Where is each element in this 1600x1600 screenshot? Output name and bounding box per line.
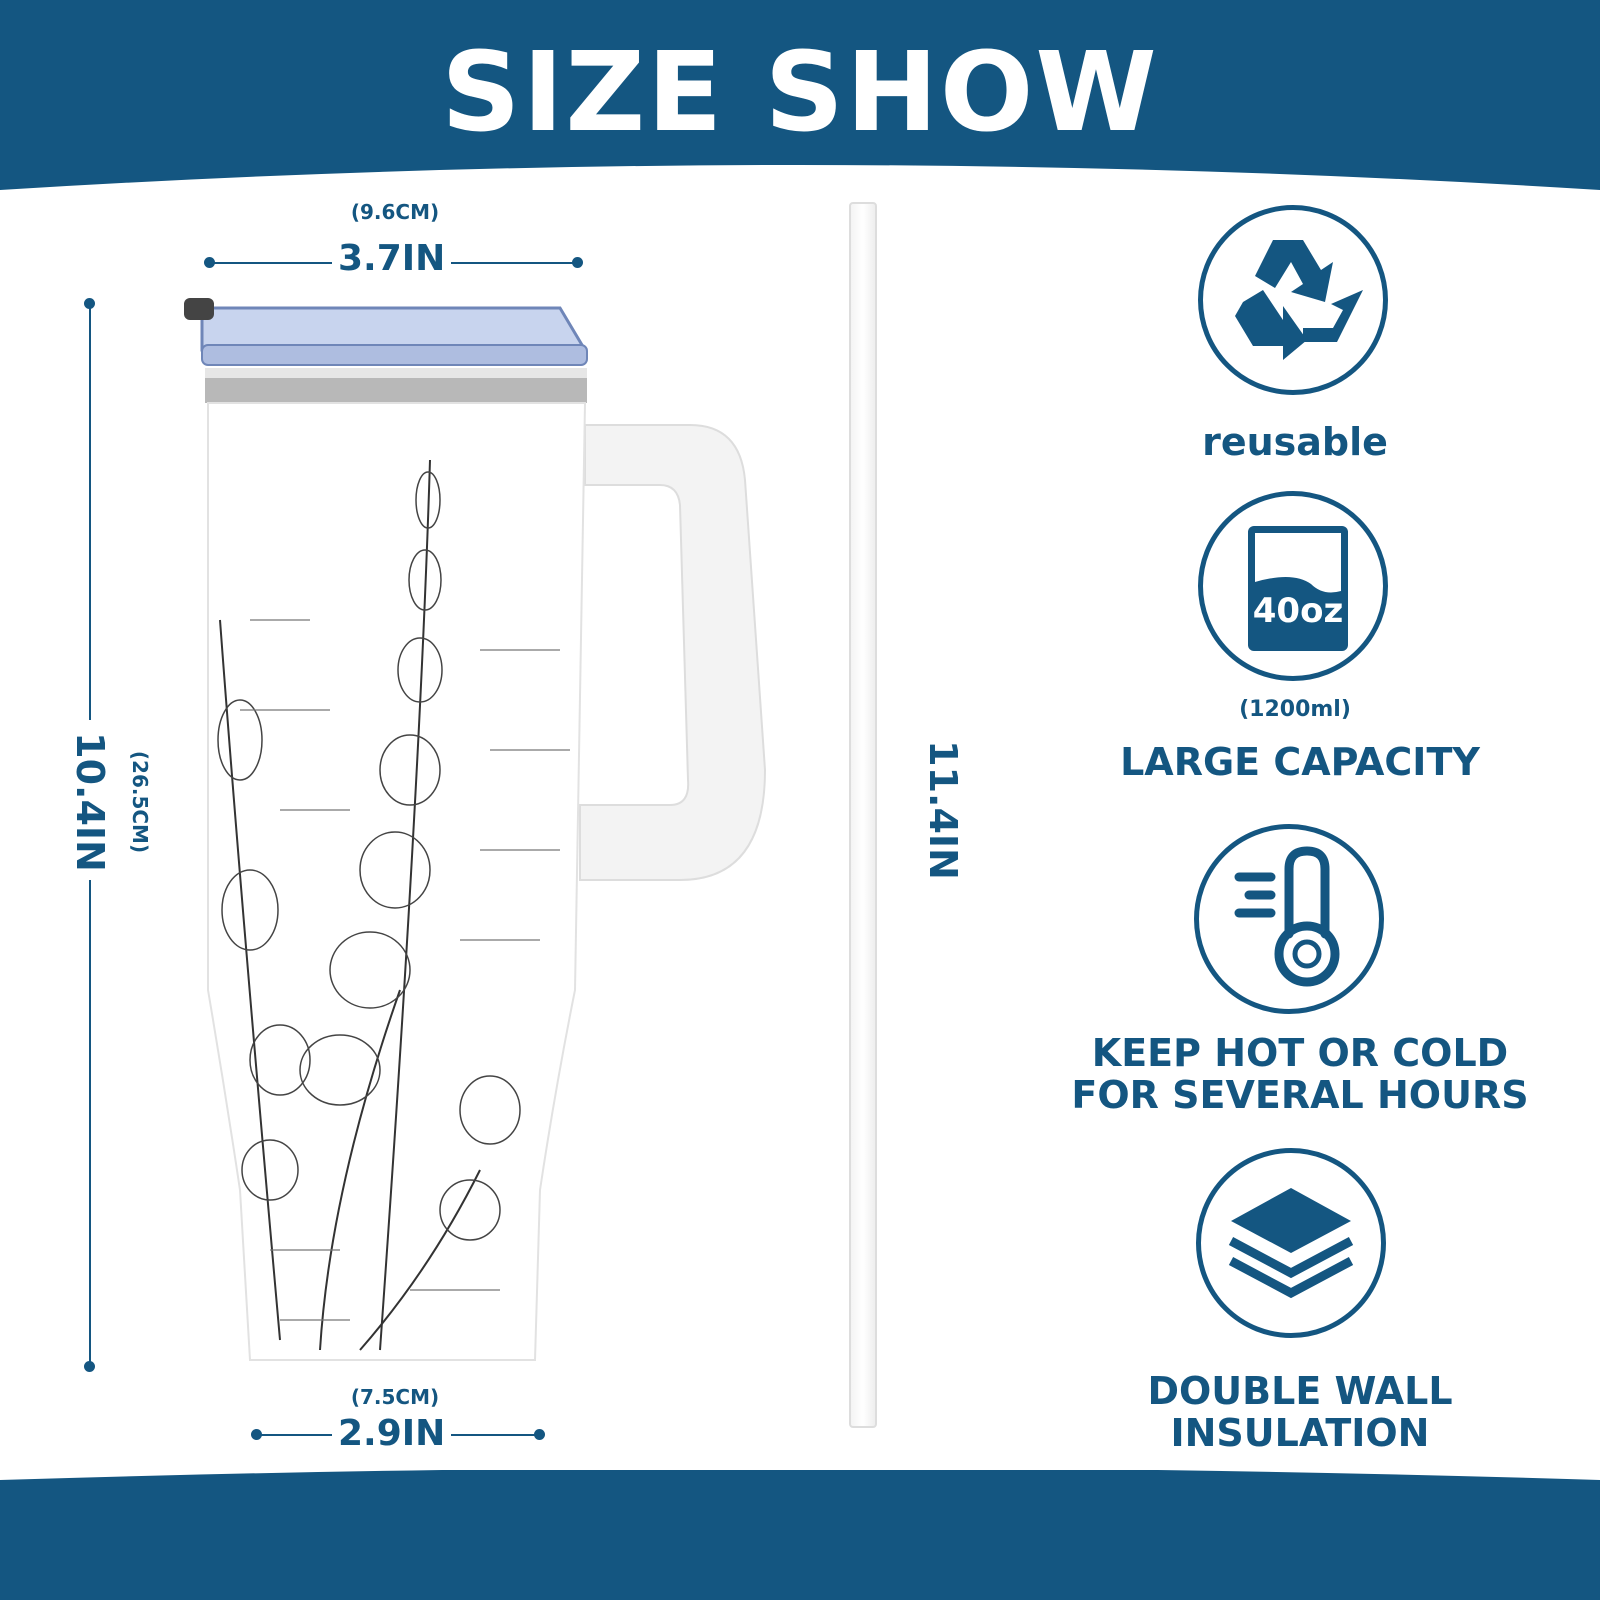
thermometer-icon — [1234, 846, 1340, 987]
reusable-label: reusable — [1202, 420, 1388, 464]
height-in: 10.4IN — [68, 732, 112, 872]
dimension-endpoint — [204, 257, 215, 268]
capacity-label: LARGE CAPACITY — [1120, 740, 1480, 784]
header-banner — [0, 0, 1600, 190]
bottom-width-cm: (7.5CM) — [350, 1385, 440, 1409]
capacity-badge: 40oz — [1198, 491, 1388, 681]
capacity-ml: (1200ml) — [1239, 697, 1351, 722]
height-label-bg — [60, 720, 120, 880]
double-wall-line2: INSULATION — [1170, 1411, 1430, 1455]
reusable-badge — [1198, 205, 1388, 395]
layers-icon — [1228, 1188, 1354, 1299]
keep-hot-cold-line2: FOR SEVERAL HOURS — [1071, 1073, 1529, 1117]
straw-length-in: 11.4IN — [921, 740, 965, 880]
double-wall-label: DOUBLE WALL INSULATION — [1060, 1370, 1540, 1454]
tumbler-image — [184, 298, 767, 1361]
keep-hot-cold-label: KEEP HOT OR COLD FOR SEVERAL HOURS — [1040, 1032, 1560, 1116]
height-cm: (26.5CM) — [128, 750, 152, 854]
top-width-in: 3.7IN — [332, 238, 452, 279]
cup-capacity-icon — [1248, 526, 1348, 651]
double-wall-badge — [1196, 1148, 1386, 1338]
insulation-temp-badge — [1194, 824, 1384, 1014]
dimension-endpoint — [84, 1361, 95, 1372]
bottom-width-in: 2.9IN — [332, 1413, 452, 1454]
double-wall-line1: DOUBLE WALL — [1147, 1369, 1453, 1413]
top-width-cm: (9.6CM) — [350, 200, 440, 224]
capacity-icon-text: 40oz — [1252, 591, 1344, 631]
page-title: SIZE SHOW — [441, 28, 1159, 156]
dimension-endpoint — [251, 1429, 262, 1440]
straw-image — [849, 202, 877, 1428]
keep-hot-cold-line1: KEEP HOT OR COLD — [1091, 1031, 1509, 1075]
footer-banner — [0, 1470, 1600, 1600]
recycle-icon — [1235, 240, 1363, 360]
